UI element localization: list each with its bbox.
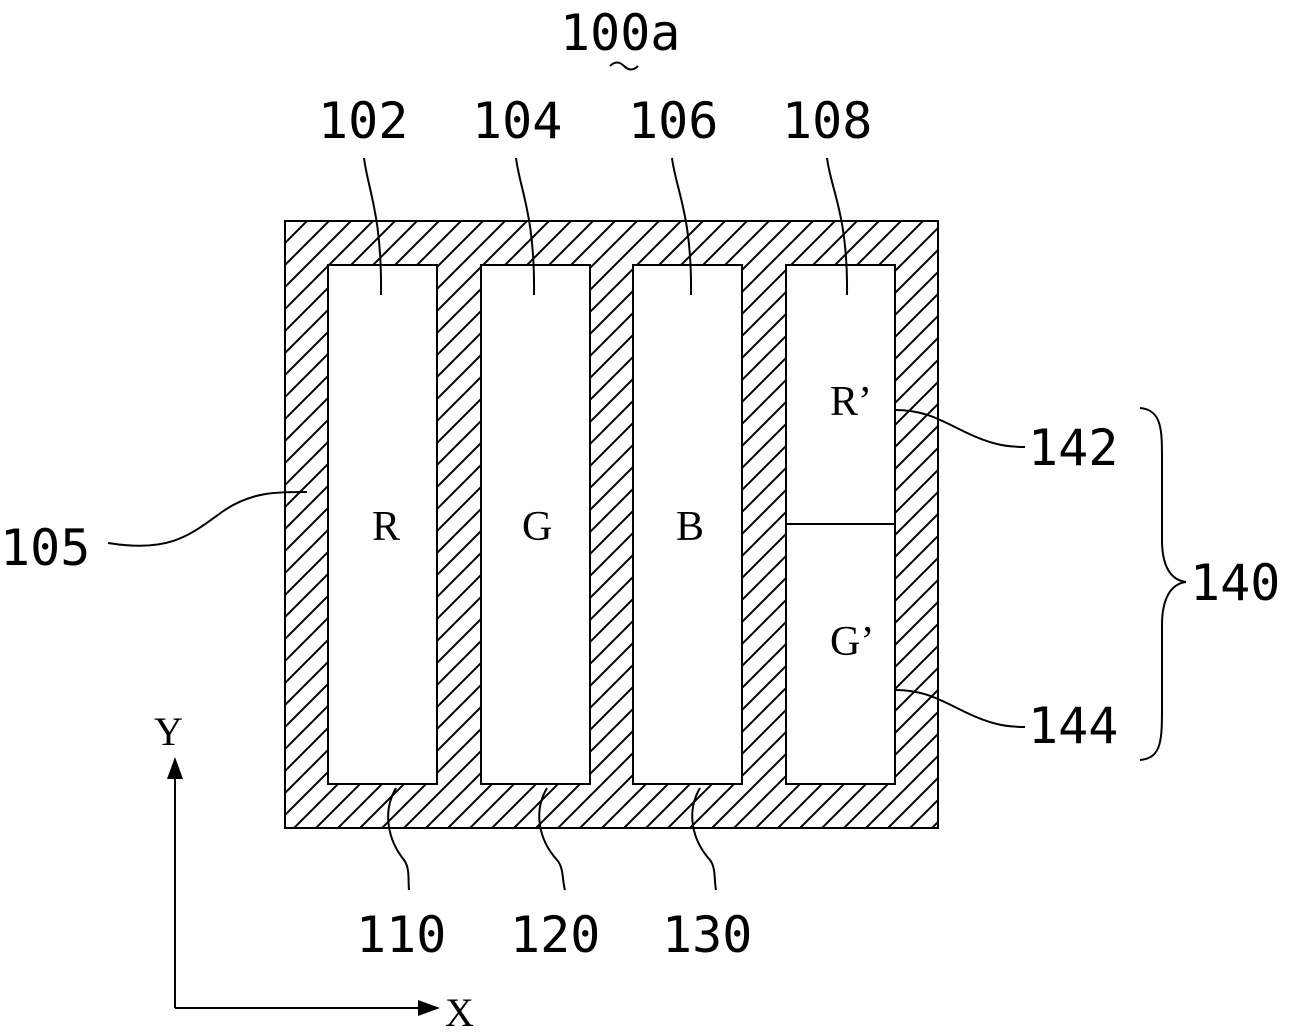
leader-106	[671, 157, 693, 296]
leader-110	[387, 787, 410, 891]
ref-bottom-130: 130	[662, 906, 752, 964]
leader-144	[894, 689, 1026, 728]
cell-label-b: B	[676, 504, 704, 550]
group-brace	[1139, 407, 1187, 761]
leader-102	[363, 157, 383, 296]
ref-bottom-120: 120	[510, 906, 600, 964]
leader-108	[826, 157, 849, 296]
ref-bottom-110: 110	[356, 906, 446, 964]
stripe-g	[480, 264, 591, 785]
stripe-b	[632, 264, 743, 785]
ref-stripe-b: 106	[628, 92, 718, 150]
ref-black-matrix: 105	[0, 519, 90, 577]
cell-label-r-prime: R’	[830, 379, 872, 425]
leader-120	[538, 787, 566, 891]
leader-130	[691, 787, 717, 891]
ref-stripe-r: 102	[318, 92, 408, 150]
y-axis-label: Y	[154, 709, 183, 754]
leader-142	[894, 409, 1026, 448]
figure-label-tilde	[609, 61, 639, 71]
ref-subpixel-144: 144	[1028, 697, 1118, 755]
leader-105	[107, 491, 308, 547]
cell-label-r: R	[372, 504, 400, 550]
cell-label-g: G	[522, 504, 552, 550]
ref-subpixel-142: 142	[1028, 419, 1118, 477]
ref-stripe-composite: 108	[782, 92, 872, 150]
stripe-r	[327, 264, 438, 785]
cell-label-g-prime: G’	[830, 619, 874, 665]
figure-label: 100a	[560, 4, 680, 62]
y-axis-arrow-icon	[167, 757, 183, 779]
ref-stripe-g: 104	[472, 92, 562, 150]
leader-104	[515, 157, 536, 296]
x-axis-arrow-icon	[418, 1000, 440, 1016]
ref-group-140: 140	[1190, 554, 1280, 612]
x-axis-label: X	[445, 990, 474, 1032]
